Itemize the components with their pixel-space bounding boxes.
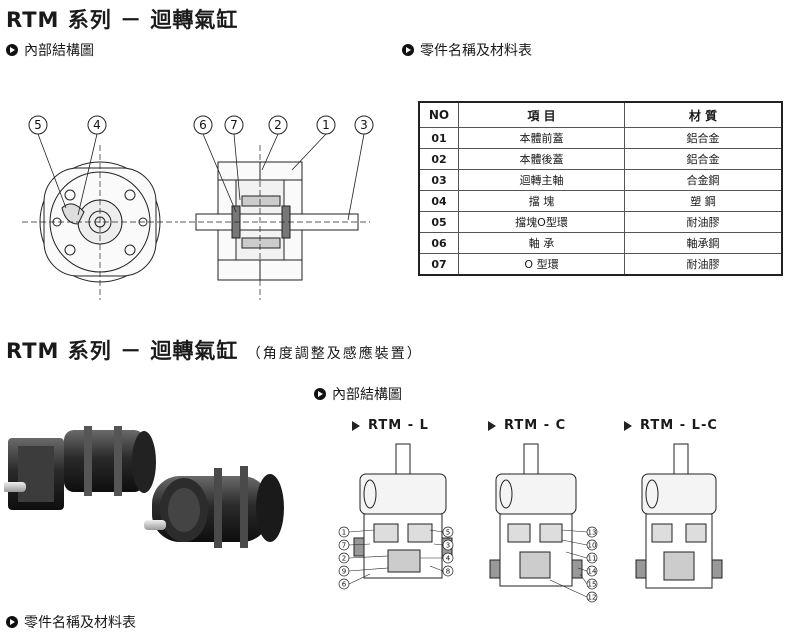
section-internal-structure-top: 內部結構圖	[6, 40, 94, 60]
table-row: 05 擋塊O型環 耐油膠	[418, 211, 783, 233]
variant-label-rtm-l: RTM - L	[352, 418, 429, 433]
row-item: 迴轉主軸	[458, 169, 625, 191]
callout-number: 9	[342, 568, 346, 576]
section-internal-structure-bottom: 內部結構圖	[314, 384, 402, 404]
row-material: 軸承鋼	[624, 232, 783, 254]
title-main: RTM 系列 － 迴轉氣缸	[6, 339, 239, 363]
callout-number: 11	[588, 555, 597, 563]
callout-number: 1	[342, 529, 346, 537]
variant-label-rtm-lc: RTM - L-C	[624, 418, 718, 433]
play-bullet-icon	[402, 44, 414, 56]
row-no: 01	[418, 127, 459, 149]
row-item: 擋塊O型環	[458, 211, 625, 233]
variant-cross-section-diagrams: 1 7 2 9 6 5 3 4 8 13 10 11 14 15 12	[338, 443, 723, 603]
rotary-cylinder-cross-section-diagram: 5 4 6 7 2 1 3	[22, 115, 374, 300]
page-title-bottom: RTM 系列 － 迴轉氣缸 （角度調整及感應裝置）	[6, 335, 423, 365]
page-title-top: RTM 系列 － 迴轉氣缸	[6, 8, 239, 32]
section-label: 內部結構圖	[24, 43, 94, 59]
callout-number: 5	[446, 529, 450, 537]
row-material: 耐油膠	[624, 253, 783, 276]
row-material: 合金鋼	[624, 169, 783, 191]
variant-label-rtm-c: RTM - C	[488, 418, 566, 433]
section-label: 內部結構圖	[332, 387, 402, 403]
row-item: 本體前蓋	[458, 127, 625, 149]
callout-number: 2	[342, 555, 346, 563]
title-subtitle: （角度調整及感應裝置）	[246, 346, 423, 362]
callout-number: 2	[274, 118, 282, 132]
callout-number: 13	[588, 529, 597, 537]
callout-number: 6	[342, 581, 347, 589]
section-label: 零件名稱及材料表	[420, 43, 532, 59]
callout-number: 4	[446, 555, 451, 563]
table-header-item: 項 目	[458, 101, 625, 128]
variant-text: RTM - L-C	[640, 418, 718, 433]
callout-number: 3	[360, 118, 368, 132]
row-no: 06	[418, 232, 459, 254]
section-parts-list-bottom: 零件名稱及材料表	[6, 612, 136, 632]
variant-text: RTM - L	[368, 418, 429, 433]
callout-number: 1	[322, 118, 330, 132]
play-bullet-icon	[6, 616, 18, 628]
callout-number: 12	[588, 594, 597, 602]
table-header-material: 材 質	[624, 101, 783, 128]
row-no: 04	[418, 190, 459, 212]
table-row: 06 軸 承 軸承鋼	[418, 232, 783, 254]
callout-number: 4	[93, 118, 101, 132]
row-no: 03	[418, 169, 459, 191]
variant-text: RTM - C	[504, 418, 567, 433]
callout-number: 7	[230, 118, 238, 132]
callout-number: 8	[446, 568, 450, 576]
play-bullet-icon	[6, 44, 18, 56]
callout-number: 5	[34, 118, 42, 132]
row-material: 鋁合金	[624, 127, 783, 149]
table-row: 07 O 型環 耐油膠	[418, 253, 783, 276]
row-item: 本體後蓋	[458, 148, 625, 170]
row-material: 塑 鋼	[624, 190, 783, 212]
rotary-cylinder-product-photo	[4, 426, 284, 548]
row-material: 鋁合金	[624, 148, 783, 170]
play-bullet-icon	[314, 388, 326, 400]
triangle-right-icon	[488, 420, 496, 431]
row-no: 05	[418, 211, 459, 233]
callout-number: 10	[588, 542, 597, 550]
row-material: 耐油膠	[624, 211, 783, 233]
row-item: O 型環	[458, 253, 625, 276]
section-label: 零件名稱及材料表	[24, 615, 136, 631]
row-item: 擋 塊	[458, 190, 625, 212]
row-no: 07	[418, 253, 459, 276]
callout-number: 14	[588, 568, 597, 576]
table-row: 02 本體後蓋 鋁合金	[418, 148, 783, 170]
parts-material-table: NO 項 目 材 質 01 本體前蓋 鋁合金 02 本體後蓋 鋁合金 03 迴轉…	[418, 101, 783, 276]
callout-number: 6	[199, 118, 207, 132]
callout-number: 7	[342, 542, 346, 550]
table-header-no: NO	[418, 101, 459, 128]
triangle-right-icon	[352, 420, 360, 431]
callout-number: 3	[446, 542, 450, 550]
table-row: 04 擋 塊 塑 鋼	[418, 190, 783, 212]
row-no: 02	[418, 148, 459, 170]
section-parts-list-top: 零件名稱及材料表	[402, 40, 532, 60]
triangle-right-icon	[624, 420, 632, 431]
table-row: 03 迴轉主軸 合金鋼	[418, 169, 783, 191]
callout-number: 15	[588, 581, 597, 589]
table-row: 01 本體前蓋 鋁合金	[418, 127, 783, 149]
row-item: 軸 承	[458, 232, 625, 254]
